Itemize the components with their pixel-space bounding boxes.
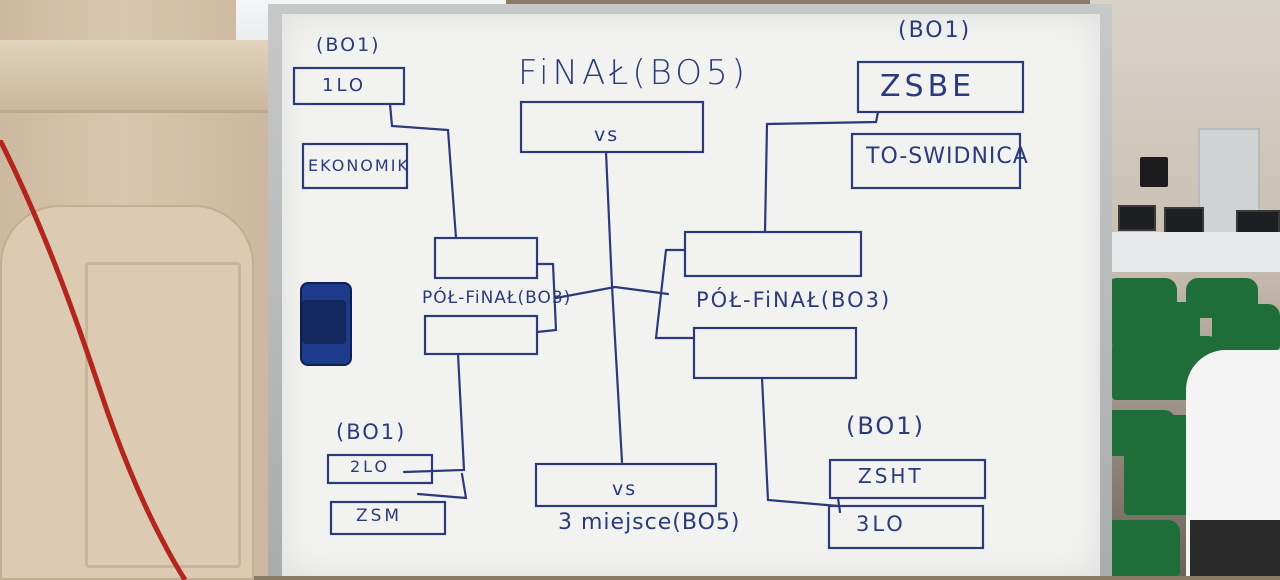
- box-semi-right-bottom: [692, 326, 858, 380]
- box-zsht: [828, 458, 987, 500]
- person-legs: [1190, 520, 1280, 576]
- final-title: FiNAŁ(BO5): [518, 53, 749, 93]
- third-vs: vs: [612, 478, 638, 500]
- third-place-label: 3 miejsce(BO5): [558, 510, 741, 535]
- top-right-format: (BO1): [898, 18, 972, 43]
- final-vs: vs: [594, 124, 620, 146]
- chair: [1212, 304, 1280, 350]
- wooden-door: [0, 205, 254, 580]
- monitor: [1118, 205, 1156, 231]
- box-semi-left-top: [433, 236, 539, 280]
- top-left-format: (BO1): [316, 34, 381, 56]
- box-2lo: [326, 453, 434, 485]
- team-to-swidnica: TO-SWIDNICA: [866, 144, 1029, 169]
- bottom-right-format: (BO1): [846, 412, 925, 440]
- monitor: [1164, 207, 1204, 235]
- wall-molding: [0, 40, 280, 113]
- box-3lo: [827, 504, 985, 550]
- box-ekonomik: [301, 142, 409, 190]
- eraser-grip: [302, 300, 346, 344]
- box-third-place: [534, 462, 718, 508]
- box-zsbe: [856, 60, 1025, 114]
- box-to-swidnica: [850, 132, 1022, 190]
- door-panel: [85, 262, 241, 568]
- speaker: [1140, 157, 1168, 187]
- team-zsht: ZSHT: [858, 464, 924, 488]
- team-1lo: 1LO: [322, 75, 367, 96]
- team-3lo: 3LO: [856, 512, 906, 536]
- semi-left-label: PÓŁ-FiNAŁ(BO3): [422, 288, 572, 308]
- red-cable: [0, 140, 188, 580]
- semi-right-label: PÓŁ-FiNAŁ(BO3): [696, 288, 892, 312]
- box-semi-right-top: [683, 230, 863, 278]
- team-zsm: ZSM: [356, 506, 403, 526]
- bottom-left-format: (BO1): [336, 420, 407, 444]
- computer-desk: [1096, 232, 1280, 272]
- team-2lo: 2LO: [350, 457, 391, 476]
- box-1lo: [292, 66, 406, 106]
- box-final: [519, 100, 705, 154]
- box-semi-left-bottom: [423, 314, 539, 356]
- team-ekonomik: EKONOMIK: [308, 156, 410, 175]
- box-zsm: [329, 500, 447, 536]
- team-zsbe: ZSBE: [880, 69, 976, 104]
